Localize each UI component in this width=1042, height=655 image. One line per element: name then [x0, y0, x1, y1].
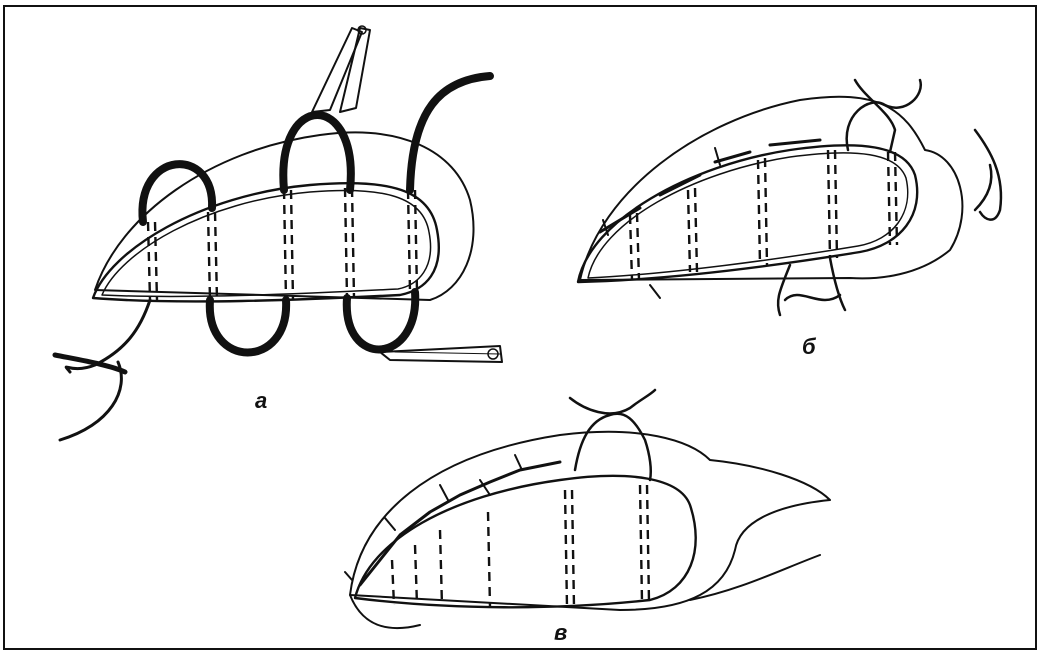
scissors-icon — [312, 26, 370, 112]
wound-upper-lip-v — [350, 432, 830, 610]
panel-b-drawing — [578, 80, 1001, 315]
surgical-knot-icon-v — [570, 390, 655, 480]
panel-label-b: б — [802, 336, 816, 358]
suture-thread-icon — [60, 300, 150, 440]
suture-dashes-v — [392, 485, 649, 607]
panel-label-v: в — [554, 622, 567, 644]
panel-v-drawing — [345, 390, 830, 628]
suture-loops-top-a — [142, 76, 490, 222]
wound-edge-inner — [102, 190, 431, 296]
needle-holder-icon — [380, 346, 502, 362]
panel-label-a: а — [255, 390, 267, 412]
wound-upper-lip-b — [580, 97, 962, 280]
panel-a-drawing — [55, 26, 502, 440]
suture-dashes-a — [148, 188, 417, 300]
